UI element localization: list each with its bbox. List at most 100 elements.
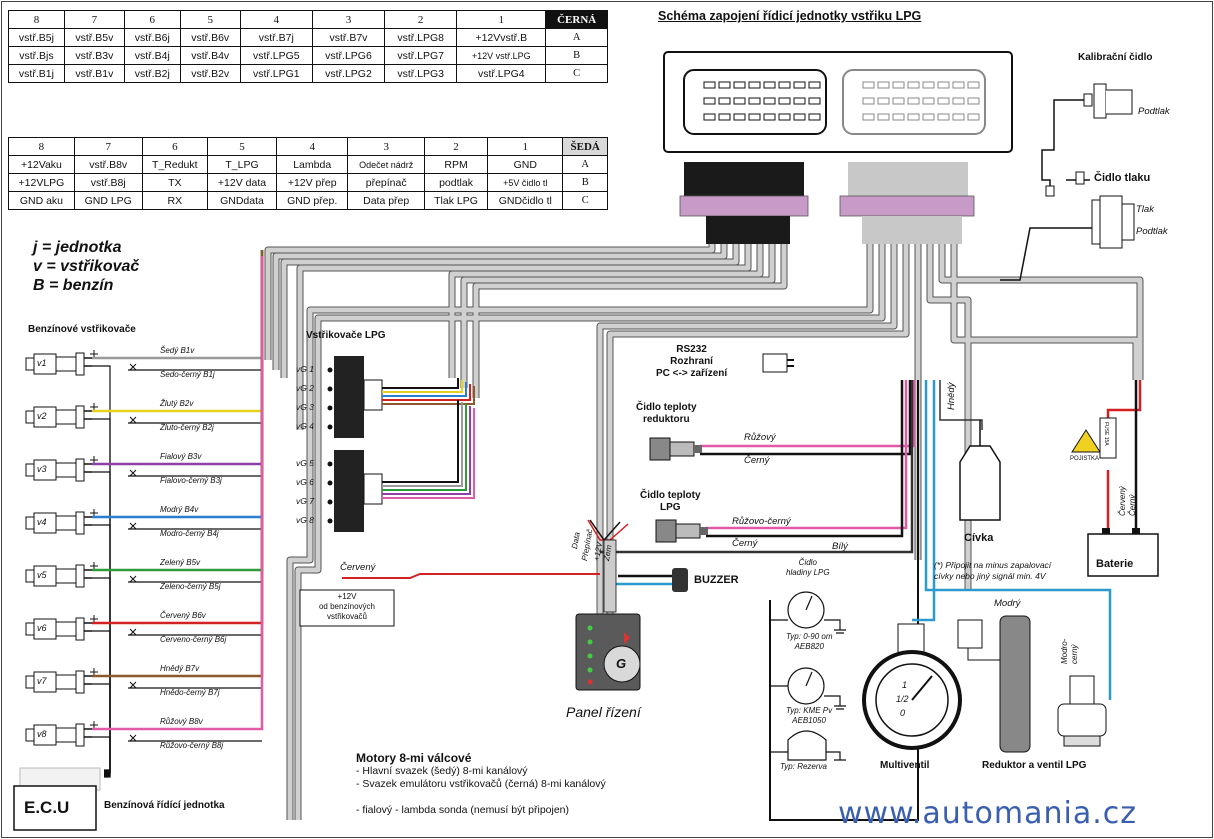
connector-name: ČERNÁ [545, 10, 608, 29]
wire-label-j: Hnědo-černý B7j [160, 688, 220, 697]
pin-cell: vstř.B7j [239, 28, 313, 47]
socket-pin [718, 97, 731, 105]
coil-label: Cívka [964, 532, 994, 544]
lpg-injector-outlet [327, 499, 333, 505]
pink-black-wire-label: Růžovo-černý [732, 516, 791, 527]
socket-pin [808, 97, 821, 105]
wire-label-j: Modro-černý B4j [160, 529, 219, 538]
wire-label-v: Žlutý B2v [160, 399, 194, 408]
battery-black-wire-label: Černý [1128, 494, 1137, 516]
lpg-injector-rail-2 [334, 400, 475, 532]
blue-wire-label: Modrý [994, 598, 1021, 609]
socket-pin [733, 97, 746, 105]
notes-line [356, 791, 606, 804]
socket-pin [952, 97, 965, 105]
lpg-injector-label: vG 3 [296, 402, 314, 412]
lpg-injector-label: vG 6 [296, 477, 314, 487]
grey-connector [839, 162, 975, 244]
lpg-injector-label: vG 7 [296, 496, 314, 506]
cal-sensor-label: Kalibrační čidlo [1078, 52, 1153, 63]
socket-pin [907, 81, 920, 89]
socket-pin [778, 81, 791, 89]
battery-label: Baterie [1096, 558, 1134, 570]
lpg-injector-outlet [327, 480, 333, 486]
pin-cell: vstř.B4j [123, 46, 181, 65]
wire-label-v: Hnědý B7v [160, 664, 200, 673]
website-link[interactable]: www.automania.cz [838, 796, 1138, 831]
black-wire-label-2: Černý [732, 538, 758, 549]
pin-cell: vstř.B8j [73, 173, 143, 192]
socket-pin [967, 81, 980, 89]
socket-pin [922, 81, 935, 89]
level-type3: Typ: Rezerva [780, 762, 827, 771]
notes-line: - Svazek emulátoru vstřikovačů (černá) 8… [356, 778, 606, 790]
socket-pin [877, 81, 890, 89]
socket-pin [793, 113, 806, 121]
multiventil [862, 623, 962, 750]
pin-cell: vstř.B4v [179, 46, 241, 65]
pin-number: 5 [207, 137, 277, 156]
ignition-coil [959, 420, 1001, 521]
black-connector-collar [679, 195, 809, 217]
socket-pin [763, 113, 776, 121]
socket-pin [967, 113, 980, 121]
battery [1071, 417, 1159, 577]
socket-pin [952, 113, 965, 121]
pressure-sensor [1091, 195, 1135, 249]
lpg-injector-outlet [327, 424, 333, 430]
pin-cell: vstř.B8v [73, 155, 143, 174]
row-label: C [562, 191, 608, 210]
wire-label-j: Červeno-černý B6j [160, 635, 227, 644]
panel-label: Panel řízení [566, 704, 641, 720]
reductor-label: Reduktor a ventil LPG [982, 760, 1087, 771]
fuse-label: POJISTKA [1070, 456, 1100, 462]
socket-pin [703, 81, 716, 89]
socket-pin [763, 97, 776, 105]
pin-cell: vstř.LPG4 [456, 64, 547, 83]
lpg-injector-rail-1 [334, 356, 475, 438]
socket-pin [922, 97, 935, 105]
pin-cell: vstř.B2j [123, 64, 181, 83]
red-wire-label: Červený [340, 562, 376, 573]
socket-pin [748, 97, 761, 105]
plus12v-note: +12V od benzínových vstřikovačů [318, 592, 376, 621]
lpg-injector-outlet [327, 386, 333, 392]
socket-pin [763, 81, 776, 89]
injector-id-label: v3 [37, 464, 47, 474]
socket-pin [703, 97, 716, 105]
pin-cell: T_LPG [207, 155, 277, 174]
legend-line: j = jednotka [33, 239, 122, 256]
pin-cell: vstř.B1v [63, 64, 125, 83]
socket-pin [892, 97, 905, 105]
pin-cell: vstř.B5j [8, 28, 65, 47]
injector-id-label: v8 [37, 729, 47, 739]
wire-label-v: Zelený B5v [160, 558, 201, 567]
injector-id-label: v2 [37, 411, 47, 421]
gauge-mark-empty: 0 [900, 708, 906, 718]
pin-cell: Tlak LPG [423, 191, 489, 210]
injector-id-label: v6 [37, 623, 47, 633]
white-wire-label: Bílý [832, 541, 848, 552]
lpg-injector-outlet [327, 461, 333, 467]
lpg-injectors-title: Vstřikovače LPG [306, 330, 386, 341]
pin-cell: vstř.B1j [8, 64, 65, 83]
panel-g-label: G [616, 656, 627, 671]
wire-label-v: Růžový B8v [160, 717, 203, 726]
level-sensor-label: Čidlo hladiny LPG [786, 558, 830, 577]
podtlak-label: Podtlak [1138, 106, 1170, 117]
battery-red-wire-label: Červený [1118, 486, 1127, 516]
sensor-wires [600, 380, 1142, 821]
socket-pin [793, 97, 806, 105]
calibration-sensor [1083, 83, 1133, 119]
ecu-label: E.C.U [24, 798, 70, 817]
lpg-injector-label: vG 5 [296, 458, 314, 468]
lpg-injector-outlets [327, 367, 333, 524]
pin-cell: +12V data [207, 173, 277, 192]
pin-cell: vstř.Bjs [8, 46, 65, 65]
legend-line: B = benzín [33, 277, 114, 294]
pin-cell: Data přep [347, 191, 425, 210]
pin-cell: vstř.B3v [63, 46, 125, 65]
